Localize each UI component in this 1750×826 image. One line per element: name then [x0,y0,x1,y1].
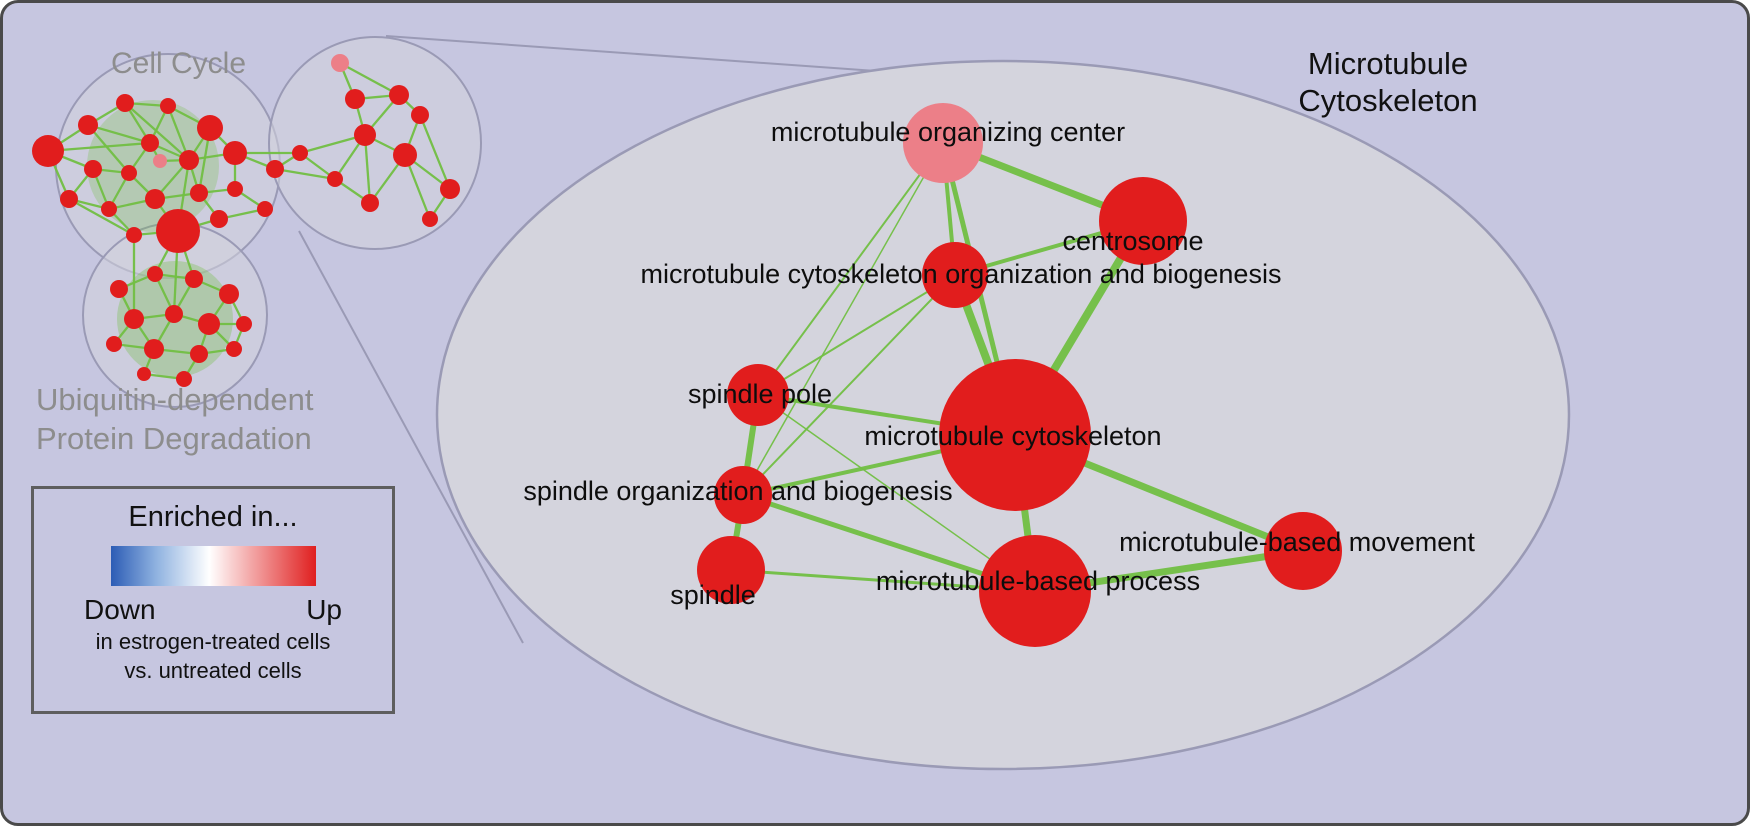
overview-node [110,280,128,298]
overview-node [190,345,208,363]
cluster-circle-microtubule-cytoskeleton [268,36,482,250]
overview-node [124,309,144,329]
ubiquitin-cluster-label: Ubiquitin-dependent Protein Degradation [36,381,314,459]
overview-node [106,336,122,352]
zoom-node-label-mbp: microtubule-based process [876,566,1200,596]
overview-node [145,189,165,209]
overview-node [116,94,134,112]
zoom-node-mbp [979,535,1091,647]
zoom-node-label-sob: spindle organization and biogenesis [523,476,952,506]
zoom-node-centrosome [1099,177,1187,265]
legend-caption-line1: in estrogen-treated cells [95,629,331,654]
overview-node [126,227,142,243]
overview-edge [418,114,452,190]
overview-edge [363,134,372,204]
overview-node [101,201,117,217]
overview-node [327,171,343,187]
zoom-node-mt_cyto [939,359,1091,511]
overview-node [266,160,284,178]
legend-endpoint-labels: Down Up [84,594,342,626]
overview-node [160,98,176,114]
zoom-node-spindle_pole [727,364,789,426]
overview-node [227,181,243,197]
zoom-edge-moc-sob [742,142,944,496]
zoom-node-mcob [922,242,988,308]
zoom-node-mbm [1264,512,1342,590]
zoom-edge-spindle_pole-mbp [757,394,1036,592]
overview-node [84,160,102,178]
overview-node [156,209,200,253]
zoom-node-label-mt_cyto: microtubule cytoskeleton [864,421,1161,451]
overview-node [210,210,228,228]
legend-caption-line2: vs. untreated cells [124,658,302,683]
zoom-node-label-mbm: microtubule-based movement [1119,527,1475,557]
ubiquitin-cluster-label-line1: Ubiquitin-dependent [36,382,314,417]
zoom-node-label-spindle_pole: spindle pole [688,379,832,409]
overview-node [165,305,183,323]
zoom-edge-moc-spindle_pole [757,142,944,396]
zoom-node-label-moc: microtubule organizing center [771,117,1125,147]
enrichment-map-svg: microtubule organizing centercentrosomem… [32,35,1571,771]
overview-edge [87,123,151,145]
zoom-node-label-spindle: spindle [670,580,756,610]
overview-node [354,124,376,146]
overview-node [179,150,199,170]
overview-edge [339,61,400,97]
edge-density-blob [87,100,219,232]
overview-node [197,115,223,141]
overview-node [121,165,137,181]
legend-title: Enriched in... [128,501,298,533]
zoom-node-spindle [697,536,765,604]
zoom-edge-mcob-spindle_pole [757,274,956,396]
legend-up-label: Up [306,594,342,625]
overview-node [393,143,417,167]
zoom-node-label-centrosome: centrosome [1062,226,1203,256]
overview-edge [68,197,135,237]
microtubule-title-line1: Microtubule [1307,46,1469,81]
overview-node [411,106,429,124]
ubiquitin-cluster-label-line2: Protein Degradation [36,420,312,456]
overview-edge [124,102,190,161]
microtubule-title-line2: Cytoskeleton [1298,83,1478,119]
overview-node [345,89,365,109]
overview-node [60,190,78,208]
overview-edge [299,133,366,155]
overview-node [219,284,239,304]
overview-node [144,339,164,359]
overview-edge [47,141,151,153]
overview-node [78,115,98,135]
overview-node [257,201,273,217]
overview-edge [87,124,130,174]
overview-node [198,313,220,335]
zoom-node-moc [903,103,983,183]
overview-node [185,270,203,288]
overview-node [422,211,438,227]
cell-cycle-cluster-label: Cell Cycle [111,47,247,80]
overview-node [389,85,409,105]
magnifier-connector-line [298,230,524,644]
overview-node [141,134,159,152]
overview-node [292,145,308,161]
zoom-node-sob [714,466,772,524]
zoom-node-label-mcob: microtubule cytoskeleton organization an… [641,259,1282,289]
legend-gradient-bar [110,546,316,586]
overview-node [440,179,460,199]
microtubule-cytoskeleton-title: Microtubule Cytoskeleton [1258,45,1518,119]
legend-down-label: Down [84,594,156,625]
overview-node [236,316,252,332]
overview-node [137,367,151,381]
legend: Enriched in... Down Up in estrogen-treat… [31,486,395,714]
overview-edge [274,167,336,181]
overview-node [331,54,349,72]
overview-node [32,135,64,167]
overview-node [176,371,192,387]
zoom-edge-mcob-sob [742,274,956,496]
overview-node [147,266,163,282]
overview-node [223,141,247,165]
overview-node [226,341,242,357]
overview-node [361,194,379,212]
overview-node [190,184,208,202]
overview-node [153,154,167,168]
